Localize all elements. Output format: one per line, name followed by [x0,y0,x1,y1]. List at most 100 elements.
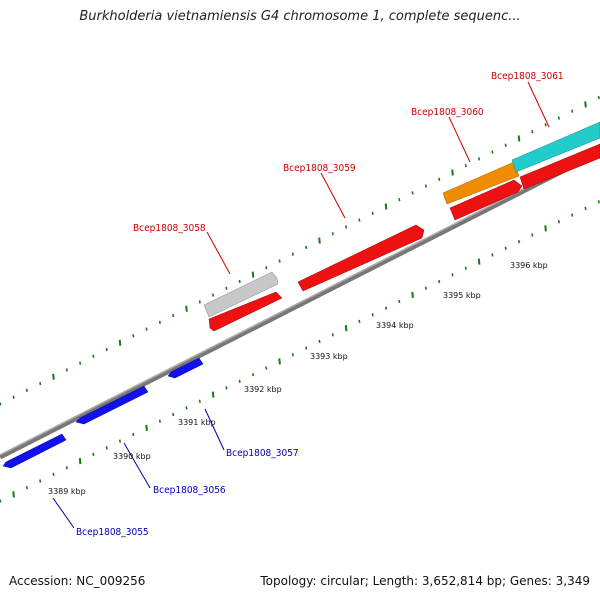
major-tick [411,291,414,298]
minor-tick [105,347,108,352]
minor-tick [571,213,574,217]
minor-tick [438,279,441,284]
minor-tick [424,184,427,188]
minor-tick [198,399,201,403]
minor-tick [597,95,600,100]
minor-tick [238,279,241,284]
minor-tick [464,266,467,270]
scale-label: 3392 kbp [244,385,282,394]
minor-tick [92,452,95,457]
feature-red-2[interactable] [297,224,425,292]
feature-blue-3[interactable] [167,357,204,379]
feature-blue-1[interactable] [2,433,67,469]
tick-marks [0,95,600,503]
major-tick [584,101,587,108]
scale-label: 3393 kbp [310,352,348,361]
minor-tick [531,233,534,237]
minor-tick [544,123,547,127]
minor-tick [25,388,28,393]
minor-tick [265,366,268,370]
major-tick [451,169,454,176]
minor-tick [158,320,161,324]
gene-label-3059[interactable]: Bcep1808_3059 [283,163,356,174]
map-title: Burkholderia vietnamiensis G4 chromosome… [79,9,521,24]
minor-tick [238,379,241,383]
minor-tick [531,129,534,134]
feature-red-1[interactable] [208,291,283,332]
leader-3057 [204,408,225,451]
minor-tick [517,239,521,244]
major-tick [52,373,55,380]
gene-label-3056[interactable]: Bcep1808_3056 [153,485,226,496]
major-tick [318,237,321,244]
minor-tick [291,353,294,357]
minor-tick [39,381,42,386]
minor-tick [39,479,42,483]
major-tick [78,458,82,465]
feature-blue-2[interactable] [75,385,149,425]
gene-label-3057[interactable]: Bcep1808_3057 [226,448,299,459]
minor-tick [398,299,401,304]
minor-tick [145,327,148,331]
gene-label-3061[interactable]: Bcep1808_3061 [491,71,564,82]
minor-tick [371,313,374,317]
minor-tick [65,368,68,372]
minor-tick [105,446,108,450]
accession-text: Accession: NC_009256 [9,574,146,588]
leader-3061 [527,81,550,128]
minor-tick [225,386,228,390]
major-tick [118,339,122,346]
genome-backbone-highlight [0,149,600,456]
leader-3056 [123,442,151,489]
scale-label: 3389 kbp [48,487,86,496]
major-tick [251,271,255,278]
feature-red-4[interactable] [519,143,600,190]
scale-label: 3395 kbp [443,291,481,300]
minor-tick [305,346,308,350]
minor-tick [0,499,2,503]
minor-tick [411,191,414,195]
minor-tick [225,286,228,290]
gene-label-3058[interactable]: Bcep1808_3058 [133,223,206,234]
minor-tick [371,211,374,215]
minor-tick [557,220,560,224]
genome-summary-text: Topology: circular; Length: 3,652,814 bp… [260,574,590,588]
genome-backbone [0,149,600,460]
scale-labels: 3389 kbp 3390 kbp 3391 kbp 3392 kbp 3393… [48,261,548,496]
minor-tick [331,232,334,236]
minor-tick [384,306,388,310]
minor-tick [118,439,122,443]
major-tick [517,135,521,142]
major-tick [544,225,547,232]
gene-label-3060[interactable]: Bcep1808_3060 [411,107,484,118]
minor-tick [65,466,68,470]
minor-tick [597,200,600,204]
minor-tick [172,412,175,417]
major-tick [185,305,188,312]
minor-tick [25,486,28,490]
minor-tick [278,259,281,263]
minor-tick [504,143,507,147]
major-tick [145,424,148,431]
leader-3058 [206,231,231,275]
minor-tick [464,164,467,168]
minor-tick [571,109,574,113]
feature-gray-1[interactable] [203,271,279,318]
minor-tick [251,372,255,377]
minor-tick [291,252,294,256]
minor-tick [132,334,135,338]
feature-orange-1[interactable] [442,161,520,205]
minor-tick [212,293,215,297]
gene-label-3055[interactable]: Bcep1808_3055 [76,527,149,538]
minor-tick [185,406,188,410]
feature-cyan-1[interactable] [511,121,600,173]
feature-red-3[interactable] [449,179,523,221]
minor-tick [52,472,55,477]
minor-tick [172,313,175,318]
minor-tick [92,354,95,358]
minor-tick [358,218,361,222]
minor-tick [584,206,587,211]
minor-tick [358,319,361,324]
leader-3055 [52,497,75,529]
